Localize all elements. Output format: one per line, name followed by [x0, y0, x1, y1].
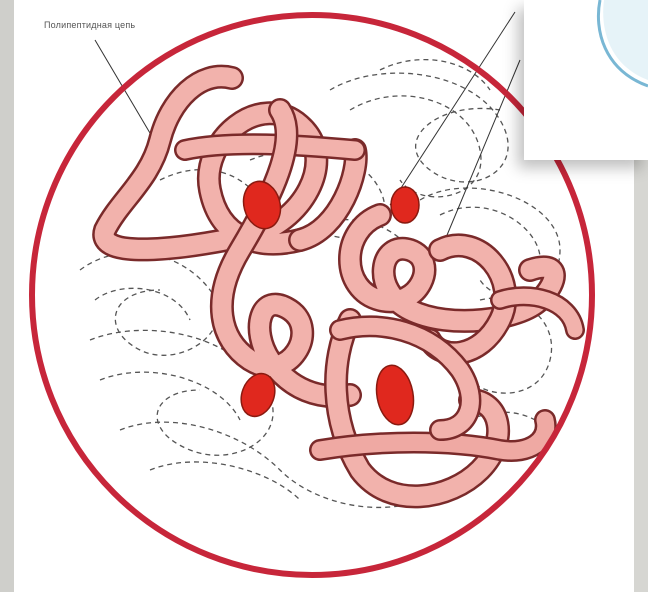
- chain-segment-left: [104, 77, 356, 250]
- callout-ring-fill: [603, 0, 648, 80]
- chain-segment-right: [320, 215, 575, 496]
- bond-marker: [372, 362, 418, 427]
- bond-marker: [391, 187, 419, 223]
- polypeptide-chain-label: Полипептидная цепь: [44, 20, 135, 30]
- callout-ring-graphic: [524, 0, 648, 118]
- polypeptide-chain: [104, 77, 575, 497]
- dashed-coil: [150, 462, 300, 500]
- pointer-line: [445, 60, 520, 240]
- pointer-line: [390, 12, 515, 205]
- dashed-coil: [80, 253, 218, 356]
- callout-box: [524, 0, 648, 160]
- dashed-coil: [100, 372, 240, 420]
- dashed-coil: [95, 288, 190, 320]
